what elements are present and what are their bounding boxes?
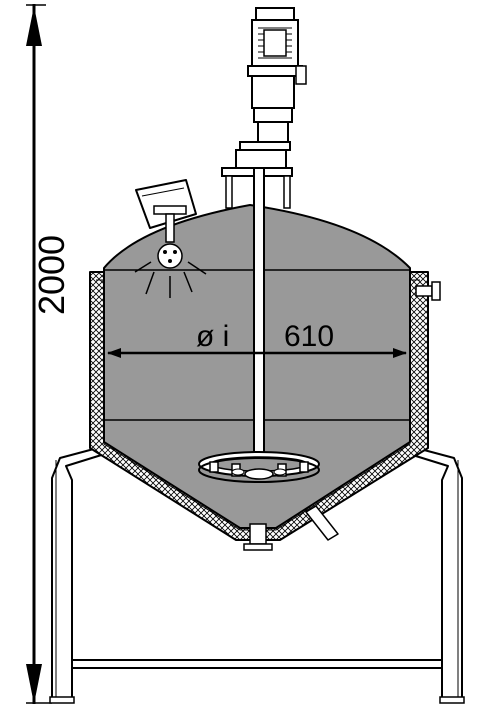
agitator-impeller	[198, 451, 320, 483]
agitator-shaft	[253, 167, 265, 471]
manhole-hatch	[135, 179, 197, 229]
drain-nozzle	[305, 505, 339, 541]
height-dimension: 2000	[26, 4, 72, 704]
height-arrow-bottom	[26, 664, 42, 704]
height-arrow-top	[26, 6, 42, 46]
support-frame	[49, 441, 465, 704]
diameter-symbol: ø i	[196, 320, 229, 353]
side-nozzle	[415, 281, 441, 301]
diameter-value: 610	[284, 320, 334, 353]
agitator-motor	[235, 7, 307, 169]
spray-lines	[134, 261, 207, 298]
height-label: 2000	[31, 235, 72, 315]
diameter-dimension: ø i 610	[107, 320, 407, 358]
spray-ball	[134, 205, 207, 298]
foot-right	[439, 696, 465, 704]
foot-left	[49, 696, 75, 704]
cross-brace	[71, 659, 443, 669]
bottom-outlet	[243, 523, 273, 551]
